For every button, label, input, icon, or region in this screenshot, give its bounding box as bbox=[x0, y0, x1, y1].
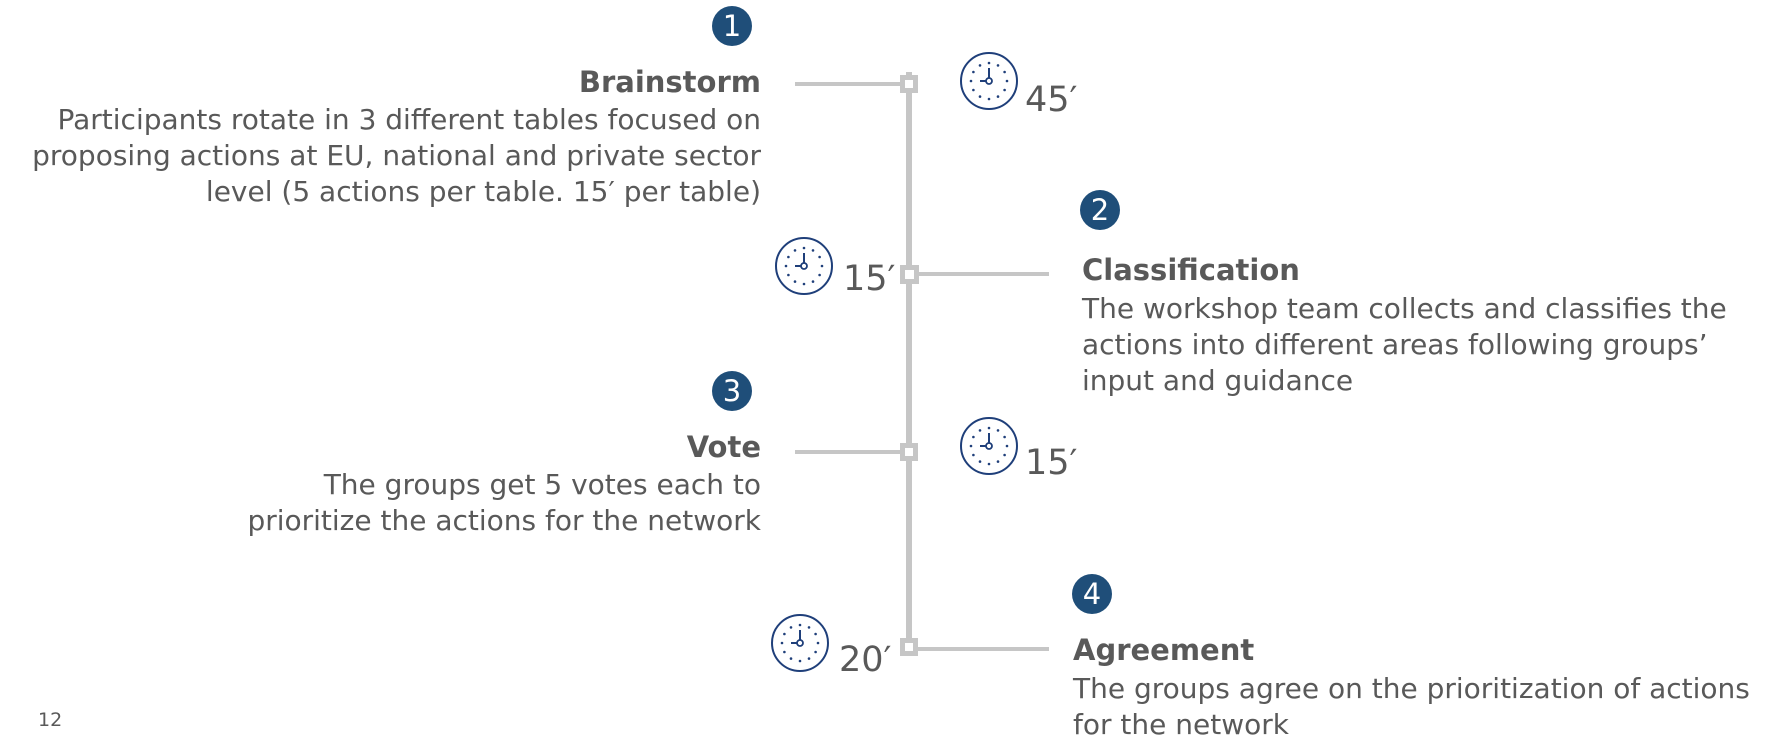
clock-icon bbox=[960, 52, 1018, 110]
node-vote bbox=[900, 443, 918, 461]
step-title-vote: Vote bbox=[686, 430, 761, 464]
connector-classification bbox=[909, 272, 1049, 276]
step-duration-brainstorm: 45′ bbox=[1025, 80, 1078, 120]
page-number: 12 bbox=[38, 709, 63, 731]
step-description-agreement: The groups agree on the prioritization o… bbox=[1073, 672, 1750, 741]
step-duration-vote: 15′ bbox=[1025, 443, 1078, 483]
node-brainstorm bbox=[900, 75, 918, 93]
step-number-badge: 1 bbox=[712, 6, 752, 46]
clock-icon bbox=[775, 237, 833, 295]
step-title-agreement: Agreement bbox=[1073, 633, 1255, 667]
step-title-classification: Classification bbox=[1082, 253, 1300, 287]
node-classification bbox=[900, 265, 919, 284]
clock-icon bbox=[771, 614, 829, 672]
step-duration-classification: 15′ bbox=[843, 259, 896, 299]
connector-vote bbox=[795, 450, 909, 454]
timeline-axis bbox=[906, 72, 912, 644]
node-agreement bbox=[900, 638, 918, 656]
step-number-badge: 2 bbox=[1080, 190, 1120, 230]
step-description-classification: The workshop team collects and classifie… bbox=[1082, 292, 1727, 397]
step-title-brainstorm: Brainstorm bbox=[578, 65, 761, 99]
connector-agreement bbox=[909, 647, 1049, 651]
step-description-vote: The groups get 5 votes each to prioritiz… bbox=[247, 468, 761, 537]
clock-icon bbox=[960, 417, 1018, 475]
step-number-badge: 4 bbox=[1072, 574, 1112, 614]
step-duration-agreement: 20′ bbox=[839, 640, 892, 680]
connector-brainstorm bbox=[795, 82, 909, 86]
step-number-badge: 3 bbox=[712, 371, 752, 411]
step-description-brainstorm: Participants rotate in 3 different table… bbox=[32, 103, 761, 208]
